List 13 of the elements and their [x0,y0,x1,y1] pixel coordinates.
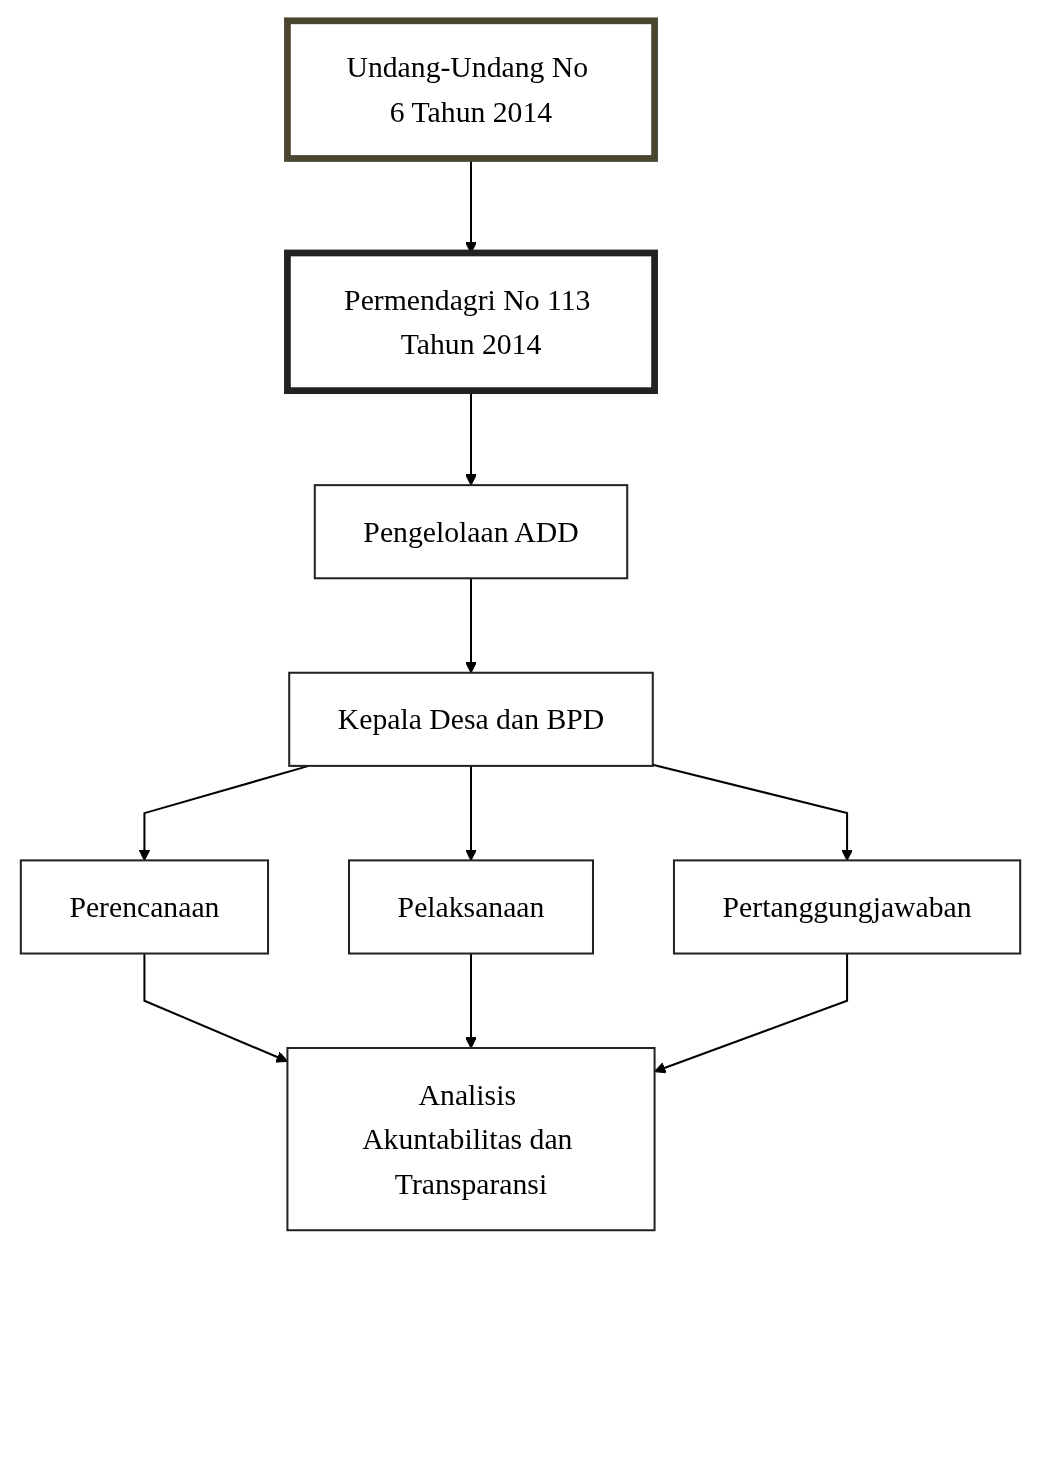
arrow [465,953,477,1049]
arrow [465,765,477,861]
node-box: Perencanaan [19,859,270,955]
node-box: Analisis Akuntabilitas dan Transparansi [286,1047,656,1232]
arrow [652,763,853,861]
node-box: Kepala Desa dan BPD [288,671,654,767]
node-box: Undang-Undang No 6 Tahun 2014 [284,17,658,162]
arrow [654,953,849,1074]
node-box: Pelaksanaan [348,859,594,955]
node-box: Permendagri No 113 Tahun 2014 [284,249,658,395]
node-box: Pertanggungjawaban [672,859,1022,955]
arrow [143,953,288,1063]
node-box: Pengelolaan ADD [313,484,629,580]
